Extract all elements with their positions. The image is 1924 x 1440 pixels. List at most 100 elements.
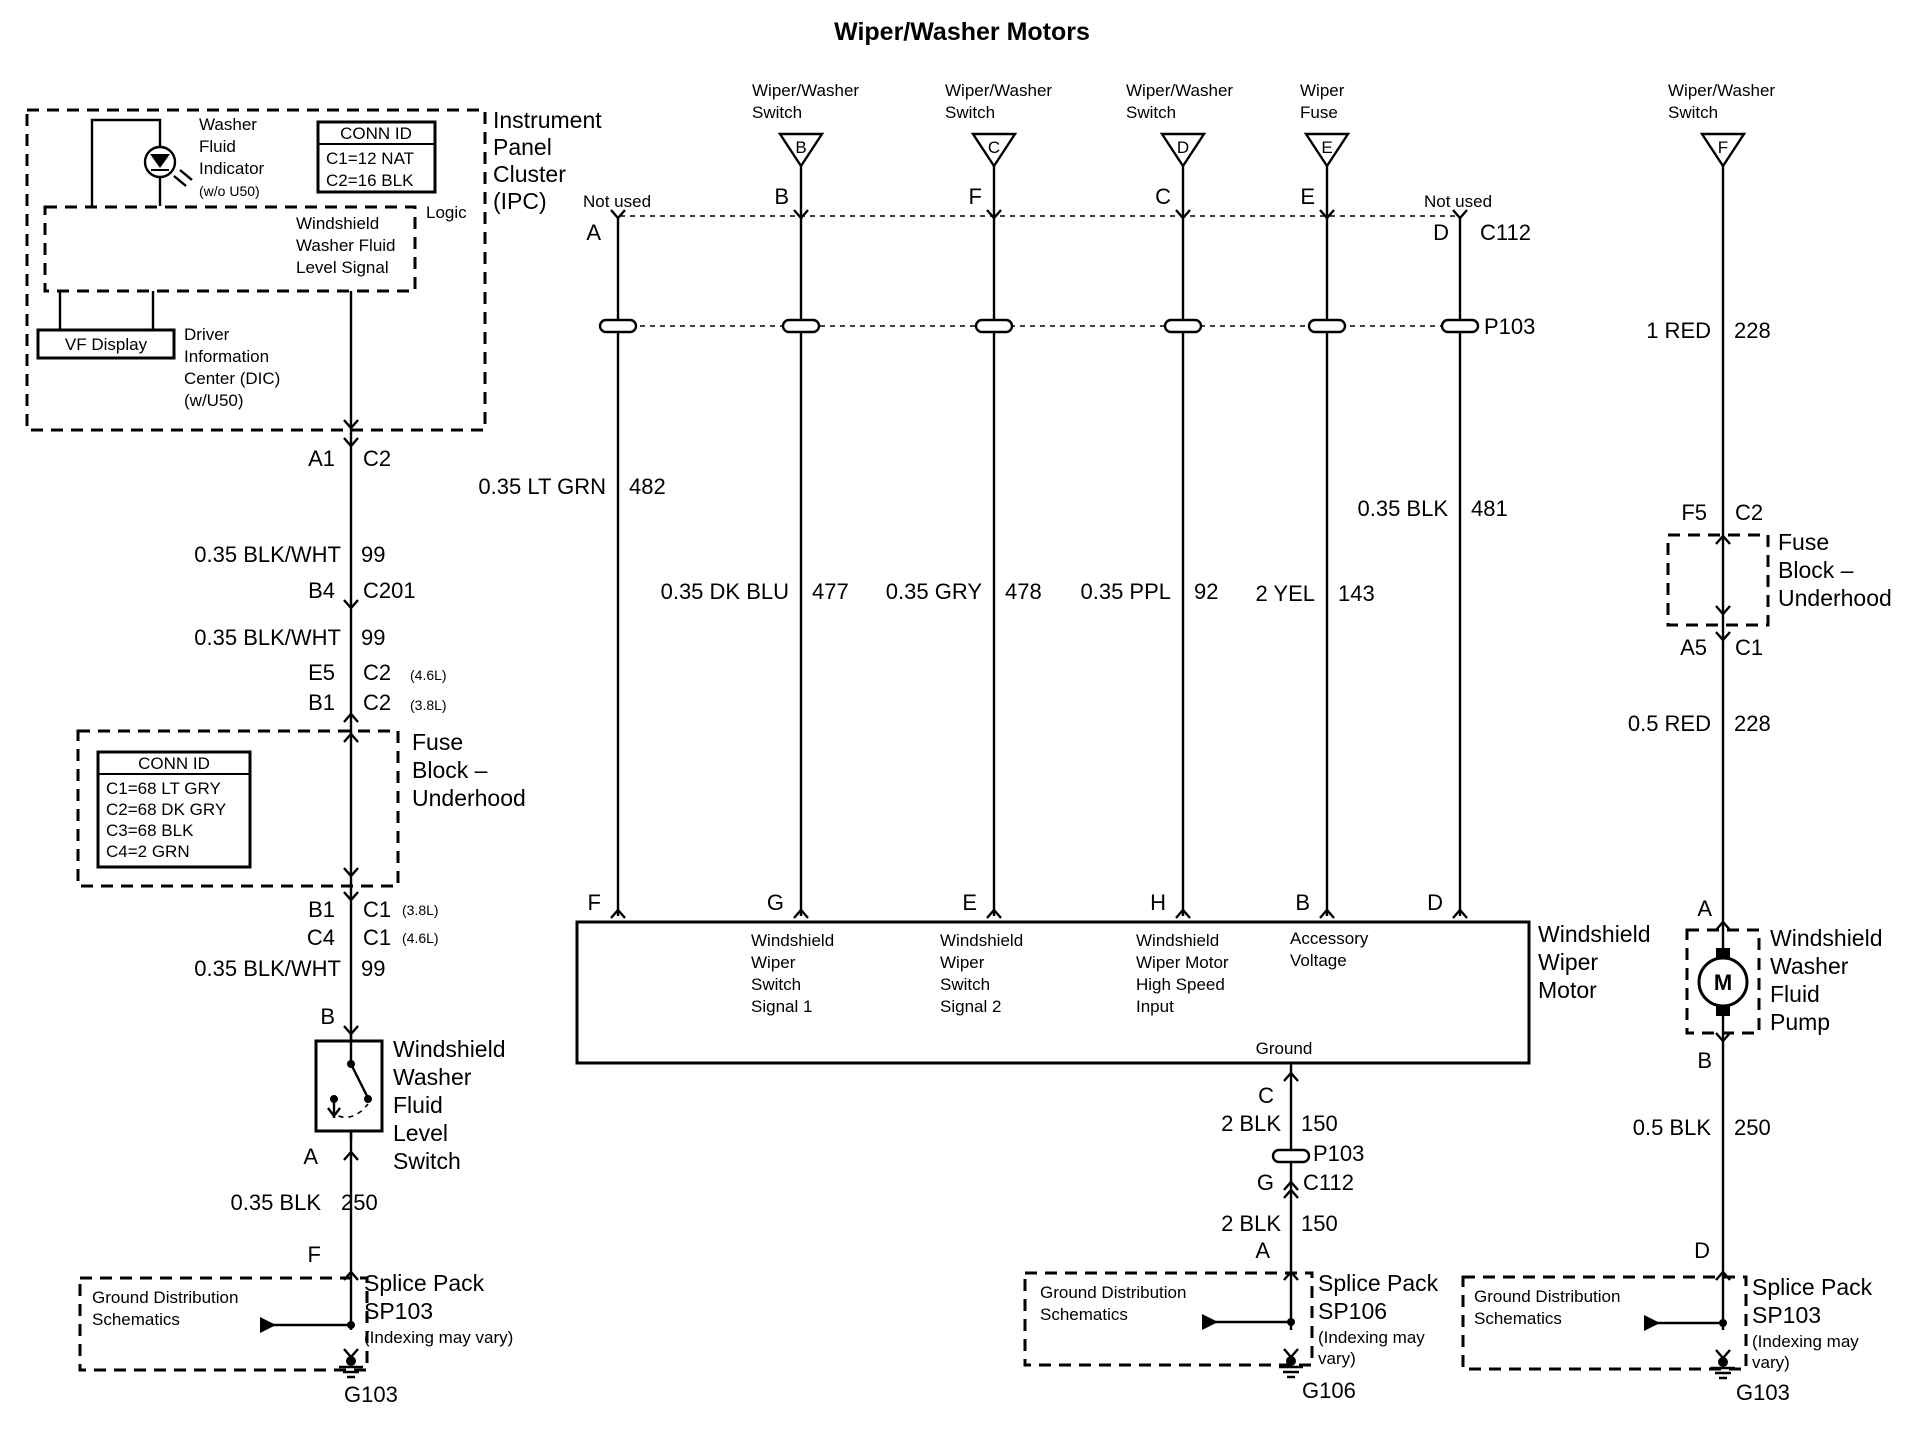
right-switch-label-1: Wiper/Washer (1668, 81, 1775, 100)
indicator-circuit (90, 118, 162, 206)
level-switch-label-1: Windshield (393, 1036, 506, 1062)
wire-92-circuit: 92 (1194, 579, 1218, 604)
right-conn-c2: C2 (1735, 500, 1763, 525)
right-splice-label-2: SP103 (1752, 1302, 1821, 1328)
level-switch-label-5: Switch (393, 1148, 461, 1174)
wiper-motor-box (575, 920, 1531, 1065)
right-switch-letter: F (1718, 138, 1728, 157)
right-pin-a5: A5 (1680, 635, 1707, 660)
wiper-motor-label-3: Motor (1538, 977, 1597, 1003)
not-used-right: Not used (1424, 192, 1492, 211)
left-wire2-circuit: 99 (361, 625, 385, 650)
wire-478-circuit: 478 (1005, 579, 1042, 604)
right-conn-c1: C1 (1735, 635, 1763, 660)
ipc-c2-connector-icon (343, 419, 359, 448)
switch-d-label-2: Switch (1126, 103, 1176, 122)
pump-label-4: Pump (1770, 1009, 1830, 1035)
switch-b-letter: B (795, 138, 806, 157)
left-engine-38-top: (3.8L) (410, 697, 447, 713)
fuse-block-arrows-icon (343, 732, 359, 878)
pump-label-2: Washer (1770, 953, 1849, 979)
motor-pin-g: G (767, 890, 784, 915)
ground-arrow-icon (343, 1348, 359, 1359)
left-pin-b1-top: B1 (308, 690, 335, 715)
left-pin-c4: C4 (307, 925, 335, 950)
right-wire3-gauge: 0.5 BLK (1633, 1115, 1712, 1140)
right-switch-label-2: Switch (1668, 103, 1718, 122)
level-signal-3: Level Signal (296, 258, 389, 277)
input-e-label-3: Switch (940, 975, 990, 994)
right-fuse-block (1666, 533, 1770, 627)
switch-c-triangle-icon (970, 132, 1018, 169)
ipc-conn-id-row1: C1=12 NAT (326, 149, 414, 168)
right-fuse-arrows-icon (1715, 534, 1731, 616)
light-emission-icon (173, 169, 193, 187)
motor-pin-e: E (962, 890, 977, 915)
right-ground-icon (1718, 1357, 1728, 1367)
pump-motor-symbol: M (1714, 970, 1732, 995)
wiper-motor-label-2: Wiper (1538, 949, 1598, 975)
left-wire4-gauge: 0.35 BLK (230, 1190, 321, 1215)
motor-pin-f: F (588, 890, 601, 915)
vf-display-leads (58, 291, 155, 330)
right-fuse-label-1: Fuse (1778, 529, 1829, 555)
right-wire1-gauge: 1 RED (1646, 318, 1711, 343)
vf-display-label: VF Display (65, 335, 148, 354)
left-conn-c2-e5: C2 (363, 660, 391, 685)
c112-ground-connector-icon (1283, 1180, 1299, 1199)
pump-label-3: Fluid (1770, 981, 1820, 1007)
splice-arrow-icon (343, 1270, 359, 1281)
dic-label-2: Information (184, 347, 269, 366)
left-ground-label: G103 (344, 1382, 398, 1407)
input-h-label-1: Windshield (1136, 931, 1219, 950)
right-pin-d: D (1694, 1238, 1710, 1263)
ipc-label-line2: Panel (493, 134, 552, 160)
c112-ground-label: C112 (1303, 1170, 1354, 1195)
left-pin-f: F (308, 1242, 321, 1267)
left-conn-c2: C2 (363, 446, 391, 471)
middle-ground-dist-2: Schematics (1040, 1305, 1128, 1324)
right-fuse-label-3: Underhood (1778, 585, 1892, 611)
input-h-label-3: High Speed (1136, 975, 1225, 994)
input-g-label-3: Switch (751, 975, 801, 994)
ground-icon (346, 1356, 356, 1366)
fuse-conn-id-row1: C1=68 LT GRY (106, 779, 221, 798)
left-ground-dist-1: Ground Distribution (92, 1288, 238, 1307)
indicator-label-2: Fluid (199, 137, 236, 156)
middle-splice-arrow-icon (1283, 1270, 1299, 1281)
motor-feed-wires (616, 166, 1462, 916)
dic-label-4: (w/U50) (184, 391, 244, 410)
input-e-label-2: Wiper (940, 953, 985, 972)
right-splice-label-1: Splice Pack (1752, 1274, 1873, 1300)
right-splice-label-4: vary) (1752, 1353, 1790, 1372)
level-switch-leads (332, 1099, 353, 1141)
right-ground-dist-arrow-icon (1644, 1315, 1660, 1331)
gnd-wire2-circuit: 150 (1301, 1211, 1338, 1236)
switch-b-label-2: Switch (752, 103, 802, 122)
left-wire1-gauge: 0.35 BLK/WHT (194, 542, 341, 567)
wire-477-gauge: 0.35 DK BLU (661, 579, 789, 604)
c112-pin-f: F (969, 184, 982, 209)
c112-label: C112 (1480, 220, 1531, 245)
ipc-conn-id-table (316, 120, 437, 194)
fuse-conn-id-row4: C4=2 GRN (106, 842, 190, 861)
indicator-label-1: Washer (199, 115, 257, 134)
pump-b-connector-icon (1715, 1032, 1731, 1043)
p103-ground-inline-icon (1271, 1148, 1311, 1164)
ipc-conn-id-row2: C2=16 BLK (326, 171, 414, 190)
input-h-label-2: Wiper Motor (1136, 953, 1229, 972)
left-conn-c1-b1: C1 (363, 897, 391, 922)
left-pin-a1: A1 (308, 446, 335, 471)
left-splice-pack (78, 1276, 369, 1372)
switch-c-label-1: Wiper/Washer (945, 81, 1052, 100)
c201-connector-icon (343, 599, 359, 610)
fuse-conn-id-row2: C2=68 DK GRY (106, 800, 226, 819)
wire-92-gauge: 0.35 PPL (1080, 579, 1171, 604)
ipc-conn-id-header: CONN ID (340, 124, 412, 143)
c112-pin-d: D (1433, 220, 1449, 245)
not-used-left: Not used (583, 192, 651, 211)
fuse-c2-connector-icon (343, 712, 359, 723)
middle-ground-icon (1286, 1356, 1296, 1366)
right-splice-arrow-icon (1715, 1270, 1731, 1281)
switch-d-triangle-icon (1159, 132, 1207, 169)
